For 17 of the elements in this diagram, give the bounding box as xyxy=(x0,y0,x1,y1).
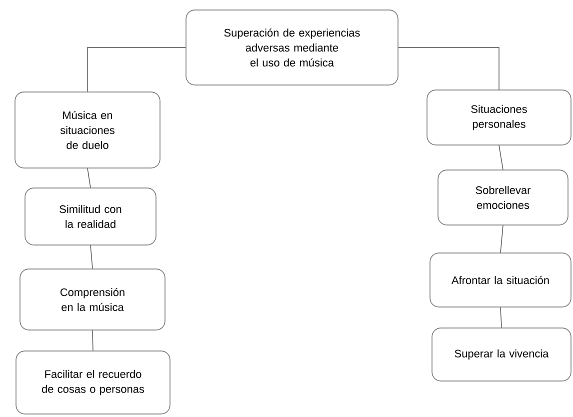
connector-line xyxy=(87,47,186,92)
process-box: Música en situaciones de duelo xyxy=(14,92,160,168)
connector-line xyxy=(90,245,93,269)
process-box: Superación de experiencias adversas mediante el uso de música xyxy=(186,10,398,86)
connector-line xyxy=(500,225,504,253)
connector-line xyxy=(500,307,502,328)
process-box: Superar la vivencia xyxy=(432,328,572,382)
process-box: Comprensión en la música xyxy=(20,268,166,330)
process-box: Similitud con la realidad xyxy=(24,188,156,246)
connector-line xyxy=(498,145,504,170)
process-box: Afrontar la situación xyxy=(430,252,572,308)
process-box: Situaciones personales xyxy=(426,90,572,146)
connector-line xyxy=(87,168,91,188)
process-box: Sobrellevar emociones xyxy=(438,170,568,226)
connector-line xyxy=(398,47,500,90)
connector-line xyxy=(92,330,94,351)
process-box: Facilitar el recuerdo de cosas o personas xyxy=(16,350,170,414)
